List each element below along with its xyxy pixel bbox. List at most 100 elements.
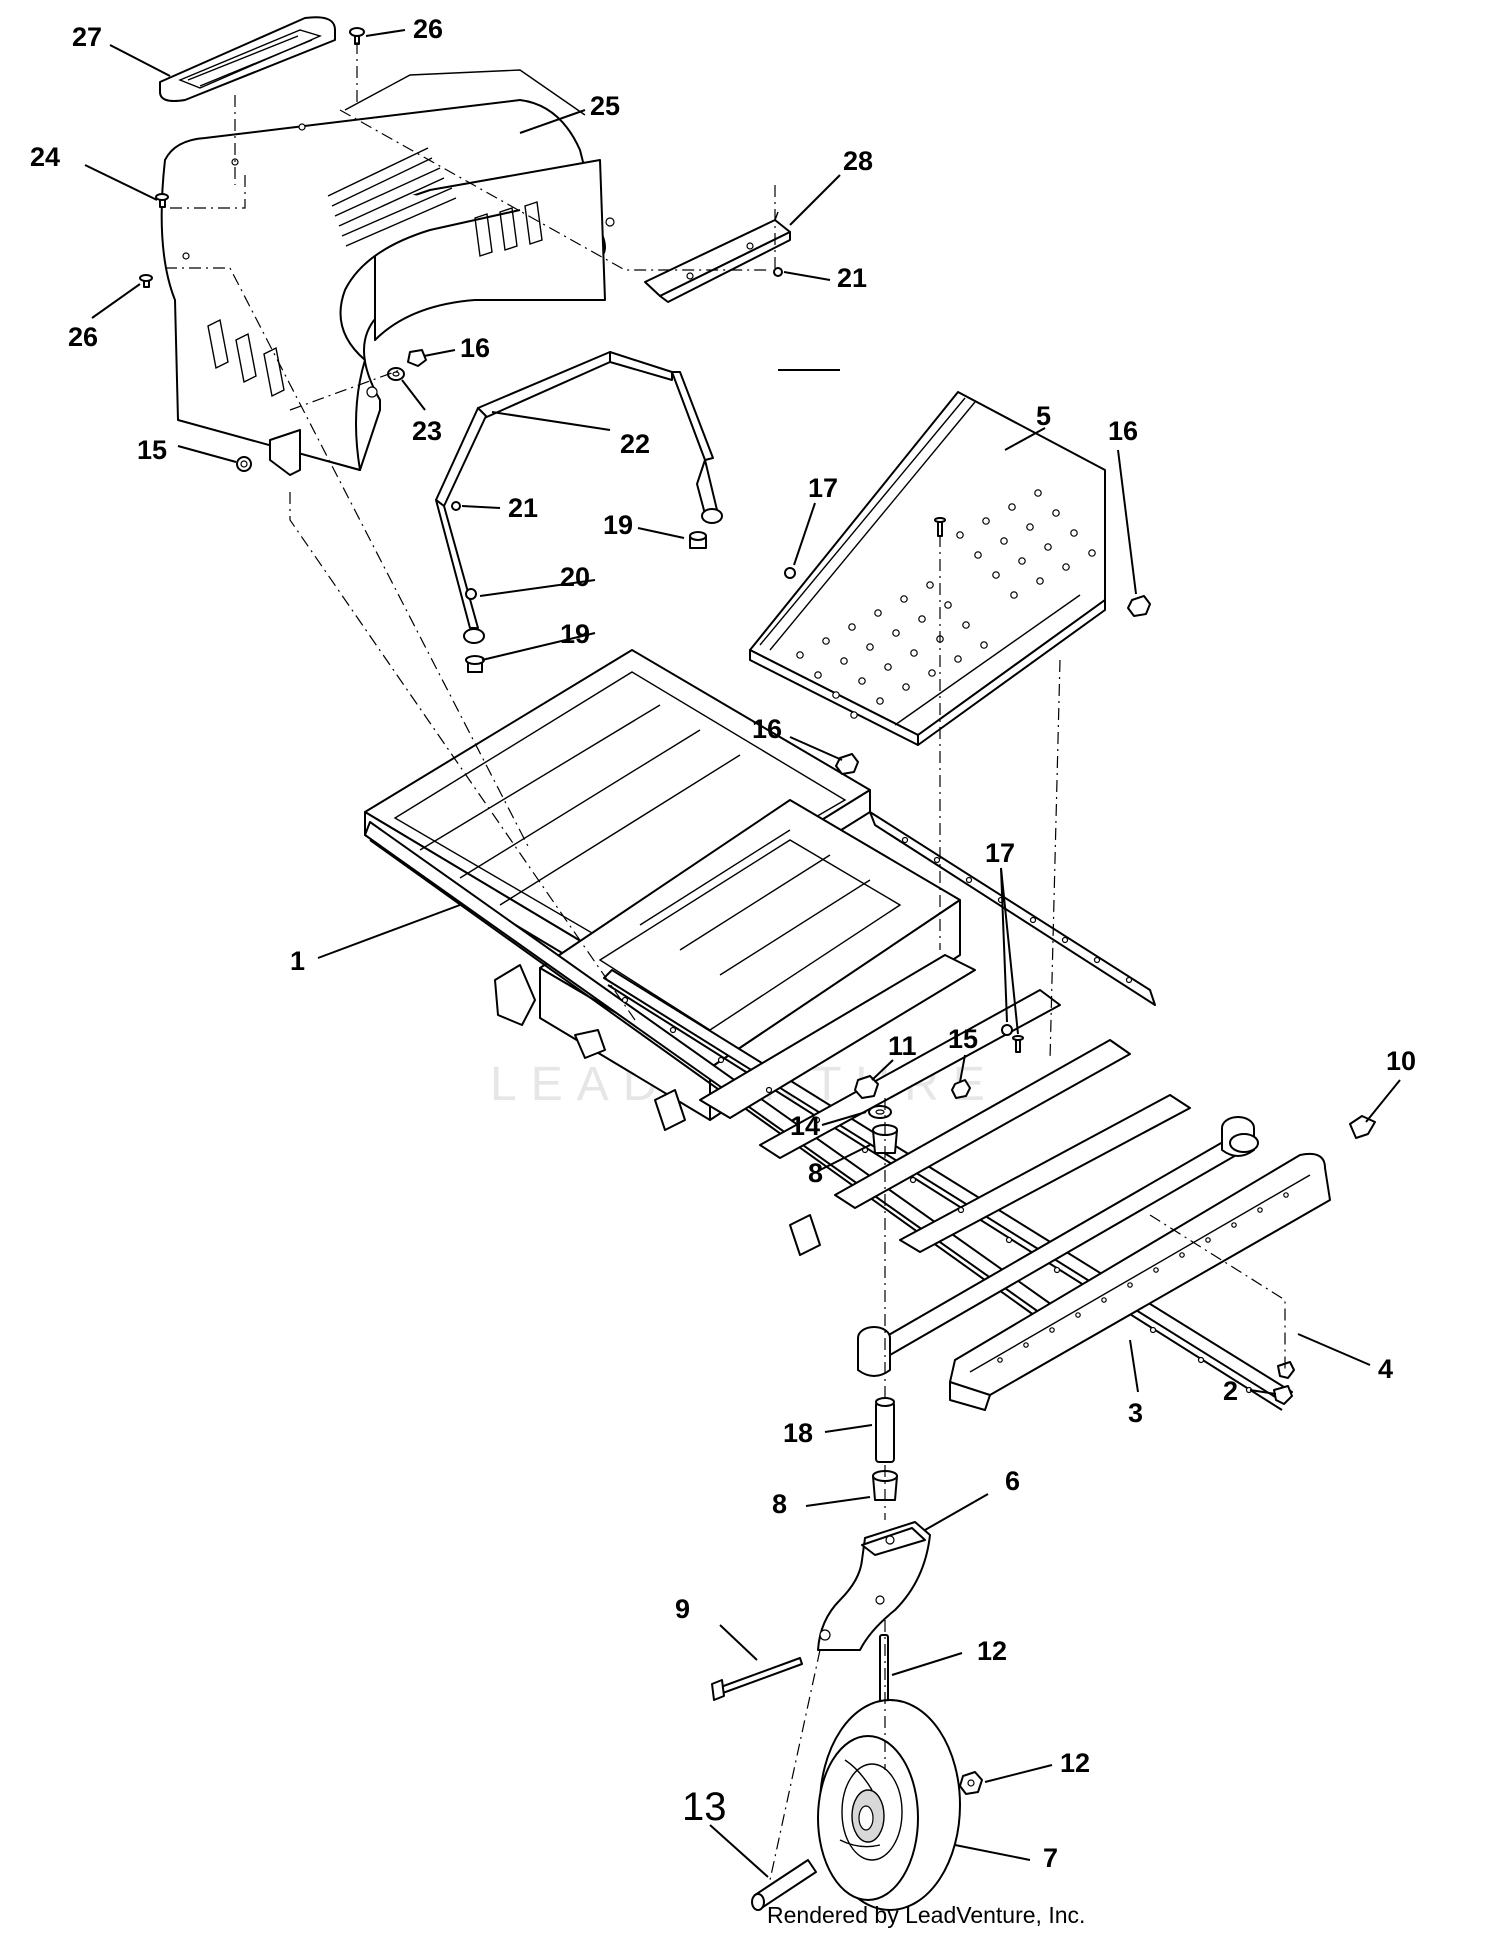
mounting-hole (1283, 1192, 1289, 1198)
mounting-hole (956, 531, 964, 539)
mounting-hole (909, 1176, 917, 1184)
mounting-hole (957, 1206, 965, 1214)
callout-leaders (84, 29, 1401, 1878)
mounting-hole (840, 657, 848, 665)
callout-8-upper: 8 (808, 1158, 823, 1188)
mounting-hole (850, 711, 858, 719)
mounting-hole (669, 1026, 677, 1034)
mounting-hole (1023, 1342, 1029, 1348)
part-3-front-bumper (949, 1152, 1331, 1411)
mounting-hole (796, 651, 804, 659)
mounting-hole (1026, 523, 1034, 531)
mounting-hole (1070, 529, 1078, 537)
callout-8-lower: 8 (772, 1489, 787, 1519)
mounting-hole (997, 1357, 1003, 1363)
mounting-hole (1125, 976, 1133, 984)
mounting-hole (765, 1086, 773, 1094)
mounting-hole (1008, 503, 1016, 511)
mounting-hole (1101, 1297, 1107, 1303)
part-6-caster-fork (817, 1521, 931, 1651)
callout-20: 20 (560, 562, 590, 592)
mounting-hole (1088, 549, 1096, 557)
mounting-hole (926, 581, 934, 589)
callout-26-top: 26 (413, 14, 443, 44)
callout-19-top: 19 (603, 510, 633, 540)
mounting-hole (814, 671, 822, 679)
part-7-wheel (817, 1699, 961, 1911)
mounting-hole (962, 621, 970, 629)
mounting-hole (980, 641, 988, 649)
mounting-hole (1153, 1267, 1159, 1273)
mounting-hole (1036, 577, 1044, 585)
callout-25: 24 (30, 142, 60, 172)
callout-1: 1 (290, 946, 305, 976)
mounting-hole (965, 876, 973, 884)
mounting-hole (848, 623, 856, 631)
mounting-hole (1053, 1266, 1061, 1274)
part-10-pivot-bolt (711, 1657, 803, 1701)
mounting-hole (1149, 1326, 1157, 1334)
part-14-washer (868, 1105, 892, 1119)
callout-17-mid: 17 (985, 838, 1015, 868)
mounting-hole (1005, 1236, 1013, 1244)
mounting-hole (874, 609, 882, 617)
mounting-hole (900, 595, 908, 603)
callout-12-lower: 12 (1060, 1748, 1090, 1778)
mounting-hole (1179, 1252, 1185, 1258)
mounting-hole (884, 663, 892, 671)
mounting-hole (901, 836, 909, 844)
part-5-floor-plate (749, 391, 1106, 746)
mounting-hole (1062, 563, 1070, 571)
part-12-nut-upper (854, 1075, 879, 1099)
callout-9: 13 (682, 1785, 727, 1829)
callout-26-left: 26 (68, 322, 98, 352)
callout-13: 12 (977, 1636, 1007, 1666)
mounting-hole (902, 683, 910, 691)
callout-16-top: 16 (460, 333, 490, 363)
callout-16-mid: 16 (752, 714, 782, 744)
callout-6: 6 (1005, 1466, 1020, 1496)
mounting-hole (832, 691, 840, 699)
mounting-hole (1018, 557, 1026, 565)
mounting-hole (866, 643, 874, 651)
mounting-hole (1044, 543, 1052, 551)
callout-16-right: 16 (1108, 416, 1138, 446)
mounting-hole (822, 637, 830, 645)
callout-28: 28 (843, 146, 873, 176)
mounting-hole (813, 1116, 821, 1124)
mounting-hole (1093, 956, 1101, 964)
part-22-support-frame (435, 351, 723, 644)
callout-2: 2 (1223, 1376, 1238, 1406)
callout-12-upper: 11 (888, 1031, 917, 1061)
mounting-hole (982, 517, 990, 525)
callout-15-left: 15 (137, 435, 167, 465)
part-1-chassis-frame (364, 649, 1293, 1411)
part-27-handle-cap (159, 16, 336, 102)
mounting-hole (858, 677, 866, 685)
mounting-hole (1231, 1222, 1237, 1228)
callout-23: 23 (412, 416, 442, 446)
mounting-hole (974, 551, 982, 559)
callout-15-center: 15 (948, 1024, 978, 1054)
callout-3: 3 (1128, 1398, 1143, 1428)
mounting-hole (1000, 537, 1008, 545)
mounting-hole (1034, 489, 1042, 497)
mounting-hole (1049, 1327, 1055, 1333)
callout-19-bottom: 19 (560, 619, 590, 649)
small-hardware (139, 27, 1376, 1405)
mounting-hole (933, 856, 941, 864)
mounting-hole (1127, 1282, 1133, 1288)
callout-4: 4 (1378, 1354, 1393, 1384)
mounting-hole (1029, 916, 1037, 924)
mounting-hole (944, 601, 952, 609)
callout-18: 18 (783, 1418, 813, 1448)
mounting-hole (954, 655, 962, 663)
callout-24: 25 (590, 91, 620, 121)
part-12-nut-lower (959, 1771, 983, 1795)
callout-22: 22 (620, 429, 650, 459)
callout-17-top: 17 (808, 473, 838, 503)
mounting-hole (918, 615, 926, 623)
mounting-hole (892, 629, 900, 637)
mounting-hole (1010, 591, 1018, 599)
